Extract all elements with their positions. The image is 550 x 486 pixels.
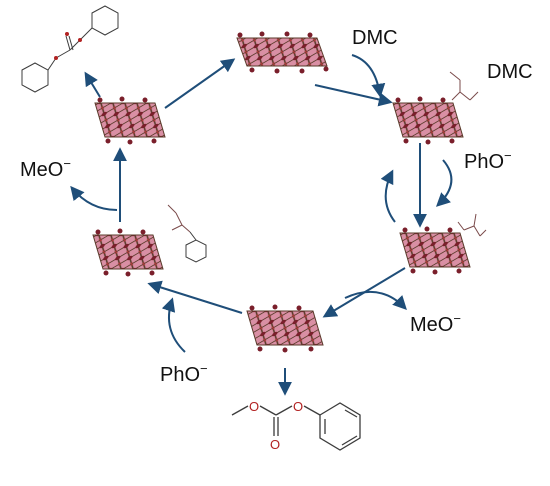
pho-label-bottom: PhO−	[160, 361, 208, 386]
dmc-label-right: DMC	[487, 61, 533, 83]
diphenyl-carbonate-molecule	[21, 5, 119, 93]
arrow-bottom-to-lowerleft	[147, 280, 243, 314]
arrow-upperleft-to-top	[164, 58, 236, 109]
adsorbed-mpc-molecule	[167, 204, 207, 263]
catalyst-slab-upper-left	[94, 96, 166, 145]
arrow-pho-in-bottom	[161, 297, 186, 353]
arrow-dmc-in-top	[351, 54, 386, 98]
arrow-upperleft-to-dpc	[84, 71, 101, 98]
arrow-pho-in-right	[435, 159, 453, 207]
pho-label-right: PhO−	[464, 148, 512, 173]
svg-text:O: O	[249, 399, 259, 414]
meo-label-left: MeO−	[20, 156, 71, 181]
arrow-meo-out-left	[70, 185, 118, 211]
arrow-top-to-upperright	[314, 84, 393, 107]
cycle-arrows	[70, 54, 453, 396]
mpc-oxygens: O O O	[249, 399, 303, 452]
catalyst-slab-upper-right	[392, 96, 464, 145]
svg-text:O: O	[293, 399, 303, 414]
adsorbed-dmc-molecule	[449, 71, 479, 101]
catalyst-slab-top	[236, 31, 329, 74]
dmc-label-top: DMC	[352, 27, 398, 49]
svg-text:O: O	[270, 437, 280, 452]
meo-label-right: MeO−	[410, 311, 461, 336]
diphenyl-carbonate-oxygens	[54, 32, 82, 60]
catalyst-slab-bottom	[246, 304, 324, 353]
adsorbed-methylcarbonate-molecule	[457, 213, 487, 237]
arrow-meo-out-right	[344, 291, 407, 311]
catalyst-slab-lower-left	[92, 228, 164, 277]
catalyst-slab-lower-right	[399, 226, 471, 275]
methyl-phenyl-carbonate-molecule	[231, 402, 361, 451]
arrow-return-right	[380, 169, 396, 223]
